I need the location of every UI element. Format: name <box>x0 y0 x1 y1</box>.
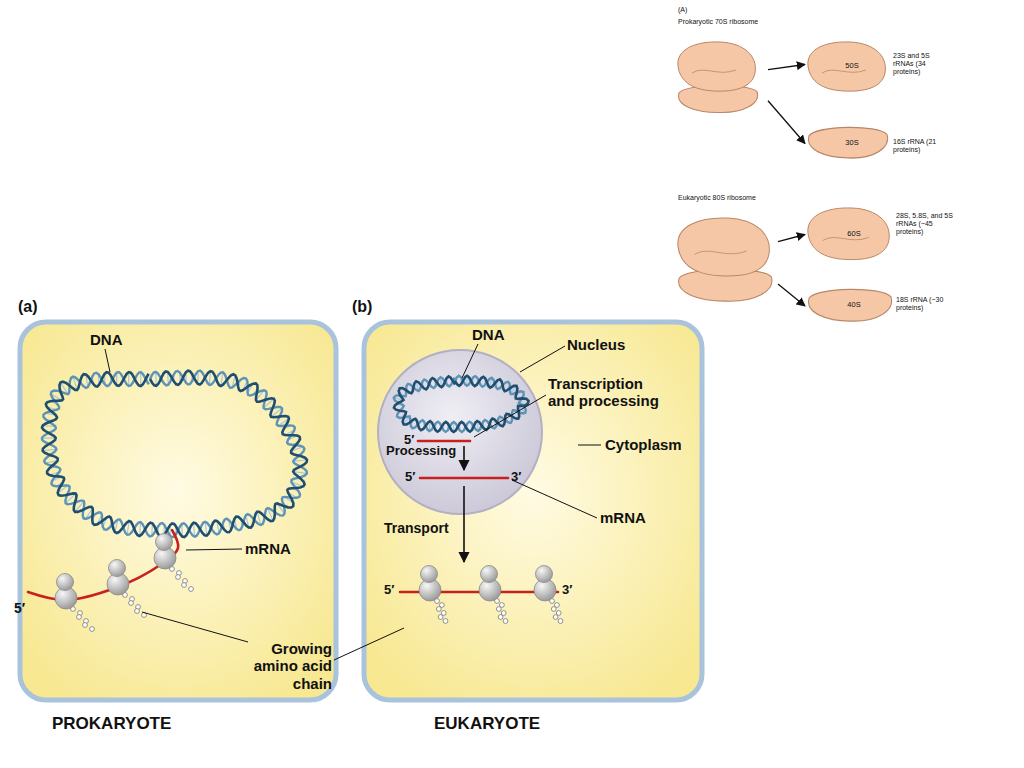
ribosome <box>419 566 441 602</box>
subunit-shape: 30S <box>808 128 896 159</box>
amino-acid-chain <box>71 607 95 632</box>
mrna-strand <box>420 477 508 480</box>
process-arrow <box>463 446 465 470</box>
subunit-shape: 60S <box>808 208 900 261</box>
panel-letter: (A) <box>678 6 687 14</box>
rrna-note: 28S, 5.8S, and 5S rRNAs (~45 proteins) <box>896 212 956 236</box>
amino-acid-chain <box>495 599 508 624</box>
leader-line <box>578 445 601 446</box>
subunit-label: 50S <box>808 62 896 71</box>
rrna-note: 16S rRNA (21 proteins) <box>893 138 943 154</box>
panel-letter: (b) <box>352 298 372 316</box>
nucleus <box>378 350 542 514</box>
callout-label: DNA <box>90 331 123 348</box>
figure-heading: EUKARYOTE <box>434 714 540 734</box>
subunit-label: 60S <box>808 230 900 239</box>
rrna-note: 18S rRNA (~30 proteins) <box>896 296 948 312</box>
leader-line <box>105 349 110 372</box>
figure-heading: PROKARYOTE <box>52 714 171 734</box>
subunit-shape: 50S <box>808 42 896 92</box>
callout-label: DNA <box>472 326 505 343</box>
end-marker: 3′ <box>511 470 521 485</box>
end-marker: 5′ <box>14 600 25 616</box>
ribosome-figure: Eukaryotic 80S ribosome <box>676 194 776 300</box>
end-marker: 5′ <box>405 470 415 485</box>
arrow-connector <box>778 235 805 242</box>
arrow-connector <box>768 101 805 144</box>
leader-line <box>462 344 478 378</box>
subunit-label: 40S <box>808 301 900 310</box>
arrow-connector <box>768 65 805 70</box>
dna-helix <box>42 371 307 538</box>
ribosome <box>107 560 129 596</box>
prokaryotic-ribosome-large <box>678 42 756 91</box>
amino-acid-chain <box>435 599 448 624</box>
subunit-label: 30S <box>808 139 896 148</box>
figure-heading: Prokaryotic 70S ribosome <box>678 18 758 26</box>
process-label: Processing <box>386 444 456 459</box>
end-marker: 5′ <box>384 583 394 598</box>
prokaryote-cell <box>20 322 336 700</box>
mrna-transcript <box>418 440 470 443</box>
callout-label: Transcription and processing <box>548 375 668 410</box>
panel-letter: (a) <box>18 298 38 316</box>
ribosome <box>55 574 77 610</box>
callout-label: Growing amino acid chain <box>226 640 332 692</box>
amino-acid-chain <box>123 593 147 618</box>
amino-acid-chain <box>550 599 563 624</box>
callout-label: mRNA <box>600 509 646 526</box>
end-marker: 3′ <box>562 583 572 598</box>
figure-heading: Eukaryotic 80S ribosome <box>678 194 756 202</box>
eukaryotic-ribosome-large <box>678 218 769 276</box>
leader-line <box>186 549 242 550</box>
transport-arrow <box>463 486 465 562</box>
ribosome <box>479 566 501 602</box>
callout-label: mRNA <box>245 540 291 557</box>
callout-label: Nucleus <box>567 336 625 353</box>
cell-region: PROKARYOTE <box>20 322 336 742</box>
subunit-shape: 40S <box>808 290 900 322</box>
mrna-strand <box>28 530 178 600</box>
leader-line <box>520 346 565 372</box>
leader-line <box>142 612 248 642</box>
arrow-connector <box>778 284 805 306</box>
process-label: Transport <box>384 520 449 536</box>
ribosome <box>154 534 176 570</box>
rrna-note: 23S and 5S rRNAs (34 proteins) <box>893 52 943 76</box>
leader-line <box>512 480 597 518</box>
eukaryote-cell <box>364 322 702 700</box>
amino-acid-chain <box>170 567 194 592</box>
leader-line <box>474 395 546 437</box>
dna-helix <box>394 376 529 432</box>
ribosome <box>534 566 556 602</box>
ribosome-figure: Prokaryotic 70S ribosome <box>676 18 766 112</box>
callout-label: Cytoplasm <box>605 436 682 453</box>
leader-line <box>334 628 404 660</box>
